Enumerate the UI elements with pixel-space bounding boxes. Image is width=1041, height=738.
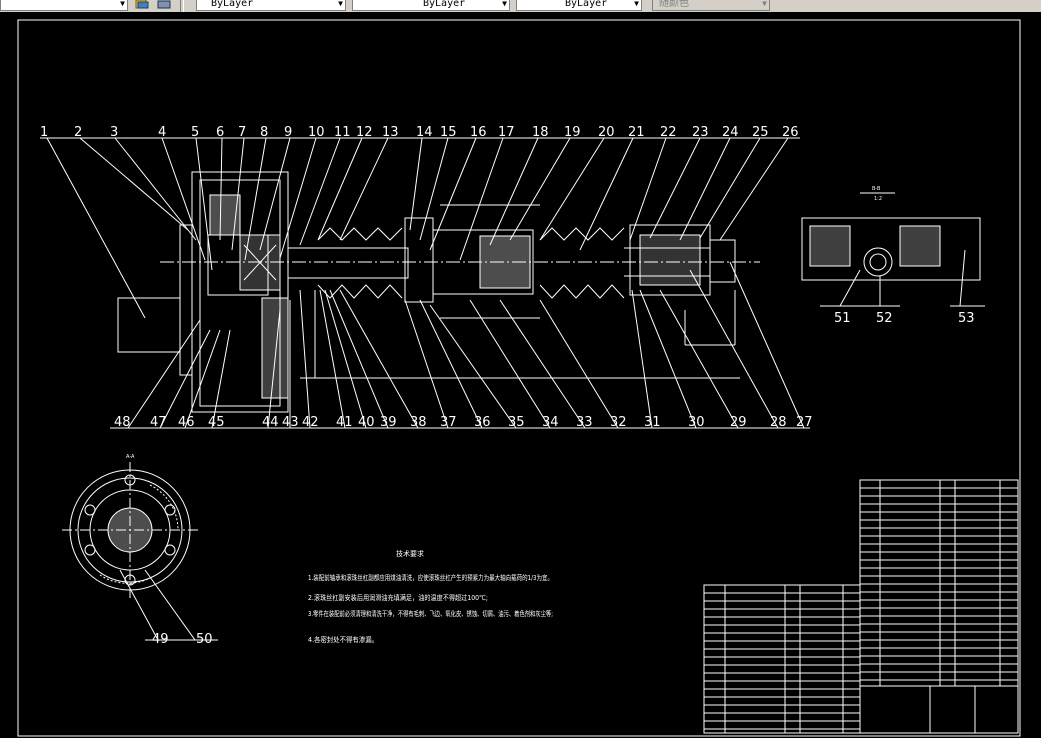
part-number-label: 9 (284, 125, 292, 140)
section-b-b-title: B-B (872, 186, 881, 192)
section-label-53: 53 (958, 311, 975, 326)
part-number-label: 8 (260, 125, 268, 140)
part-number-label: 48 (114, 415, 131, 430)
chevron-down-icon: ▼ (502, 0, 507, 8)
chevron-down-icon: ▼ (634, 0, 639, 8)
part-number-label: 45 (208, 415, 225, 430)
bill-of-materials (703, 479, 1019, 734)
section-a-a-title: A-A (126, 454, 135, 460)
section-label-52: 52 (876, 311, 893, 326)
part-number-label: 24 (722, 125, 739, 140)
circle-label-49: 49 (152, 632, 169, 647)
part-number-label: 47 (150, 415, 167, 430)
part-number-label: 15 (440, 125, 457, 140)
part-number-label: 3 (110, 125, 118, 140)
part-number-label: 27 (796, 415, 813, 430)
part-number-label: 13 (382, 125, 399, 140)
leader-lines-bottom (110, 261, 810, 429)
part-number-label: 35 (508, 415, 525, 430)
part-number-label: 12 (356, 125, 373, 140)
part-number-label: 1 (40, 125, 48, 140)
part-number-label: 19 (564, 125, 581, 140)
leader-lines-top (40, 137, 800, 319)
part-number-label: 28 (770, 415, 787, 430)
bom-rows (704, 487, 1018, 730)
part-number-label: 42 (302, 415, 319, 430)
tech-note-2: 2.滚珠丝杠副安装后用润滑油充填满足，油的温度不得超过100℃; (308, 593, 488, 602)
section-b-b-view (801, 192, 985, 307)
circle-label-50: 50 (196, 632, 213, 647)
layer-states-icon[interactable] (134, 0, 150, 11)
part-number-label: 34 (542, 415, 559, 430)
tech-note-1: 1.装配前轴承和滚珠丝杠副都应用煤油清洗，应使滚珠丝杠产生的预紧力为最大轴向载荷… (308, 573, 553, 582)
layer-dropdown[interactable]: ▼ (0, 0, 128, 11)
section-a-a-view (62, 462, 218, 641)
part-number-label: 46 (178, 415, 195, 430)
part-number-label: 36 (474, 415, 491, 430)
tech-note-3: 3.零件在装配前必须清理和清洗干净，不得有毛刺、飞边、氧化皮、锈蚀、切屑、油污、… (308, 609, 553, 618)
part-number-label: 18 (532, 125, 549, 140)
tech-requirements-title: 技术要求 (396, 549, 424, 558)
part-number-label: 20 (598, 125, 615, 140)
lineweight-value: ByLayer (565, 0, 608, 9)
part-number-label: 2 (74, 125, 82, 140)
part-number-label: 39 (380, 415, 397, 430)
drawing-frame (17, 19, 1021, 737)
technical-requirements: 技术要求 1.装配前轴承和滚珠丝杠副都应用煤油清洗，应使滚珠丝杠产生的预紧力为最… (308, 549, 553, 644)
part-number-label: 22 (660, 125, 677, 140)
part-number-label: 43 (282, 415, 299, 430)
properties-toolbar: ▼ ByLayer ▼ ByLayer ▼ ByLayer ▼ 随颜色 ▼ (0, 0, 1041, 13)
part-number-label: 44 (262, 415, 279, 430)
part-number-label: 32 (610, 415, 627, 430)
part-number-label: 7 (238, 125, 246, 140)
section-b-b-scale: 1:2 (874, 196, 882, 202)
color-bylayer-text: ByLayer (211, 0, 254, 9)
chevron-down-icon: ▼ (762, 0, 767, 8)
part-number-label: 30 (688, 415, 705, 430)
lineweight-control-dropdown[interactable]: ByLayer ▼ (516, 0, 642, 11)
part-number-label: 17 (498, 125, 515, 140)
layer-previous-icon[interactable] (156, 0, 172, 11)
chevron-down-icon: ▼ (120, 0, 125, 8)
part-number-label: 6 (216, 125, 224, 140)
part-number-label: 41 (336, 415, 353, 430)
part-number-label: 4 (158, 125, 166, 140)
part-number-label: 14 (416, 125, 433, 140)
section-label-51: 51 (834, 311, 851, 326)
linetype-value: ByLayer (423, 0, 466, 9)
part-number-label: 21 (628, 125, 645, 140)
part-number-label: 25 (752, 125, 769, 140)
chevron-down-icon: ▼ (338, 0, 343, 8)
part-number-label: 26 (782, 125, 799, 140)
part-number-label: 11 (334, 125, 351, 140)
linetype-control-dropdown[interactable]: ByLayer ▼ (352, 0, 510, 11)
plotstyle-value: 随颜色 (659, 0, 689, 9)
part-number-label: 10 (308, 125, 325, 140)
part-number-label: 38 (410, 415, 427, 430)
part-number-label: 40 (358, 415, 375, 430)
plotstyle-control-dropdown[interactable]: 随颜色 ▼ (652, 0, 770, 11)
part-number-label: 37 (440, 415, 457, 430)
tech-note-4: 4.各密封处不得有渗漏。 (308, 635, 378, 644)
color-control-dropdown[interactable]: ByLayer ▼ (196, 0, 346, 11)
part-number-label: 31 (644, 415, 661, 430)
toolbar-separator (180, 0, 184, 12)
ball-screw-assembly (117, 171, 760, 413)
part-number-label: 16 (470, 125, 487, 140)
part-number-label: 29 (730, 415, 747, 430)
part-number-label: 5 (191, 125, 199, 140)
part-number-label: 23 (692, 125, 709, 140)
cad-drawing: 1234567891011121314151617181920212223242… (17, 19, 1021, 737)
part-number-label: 33 (576, 415, 593, 430)
